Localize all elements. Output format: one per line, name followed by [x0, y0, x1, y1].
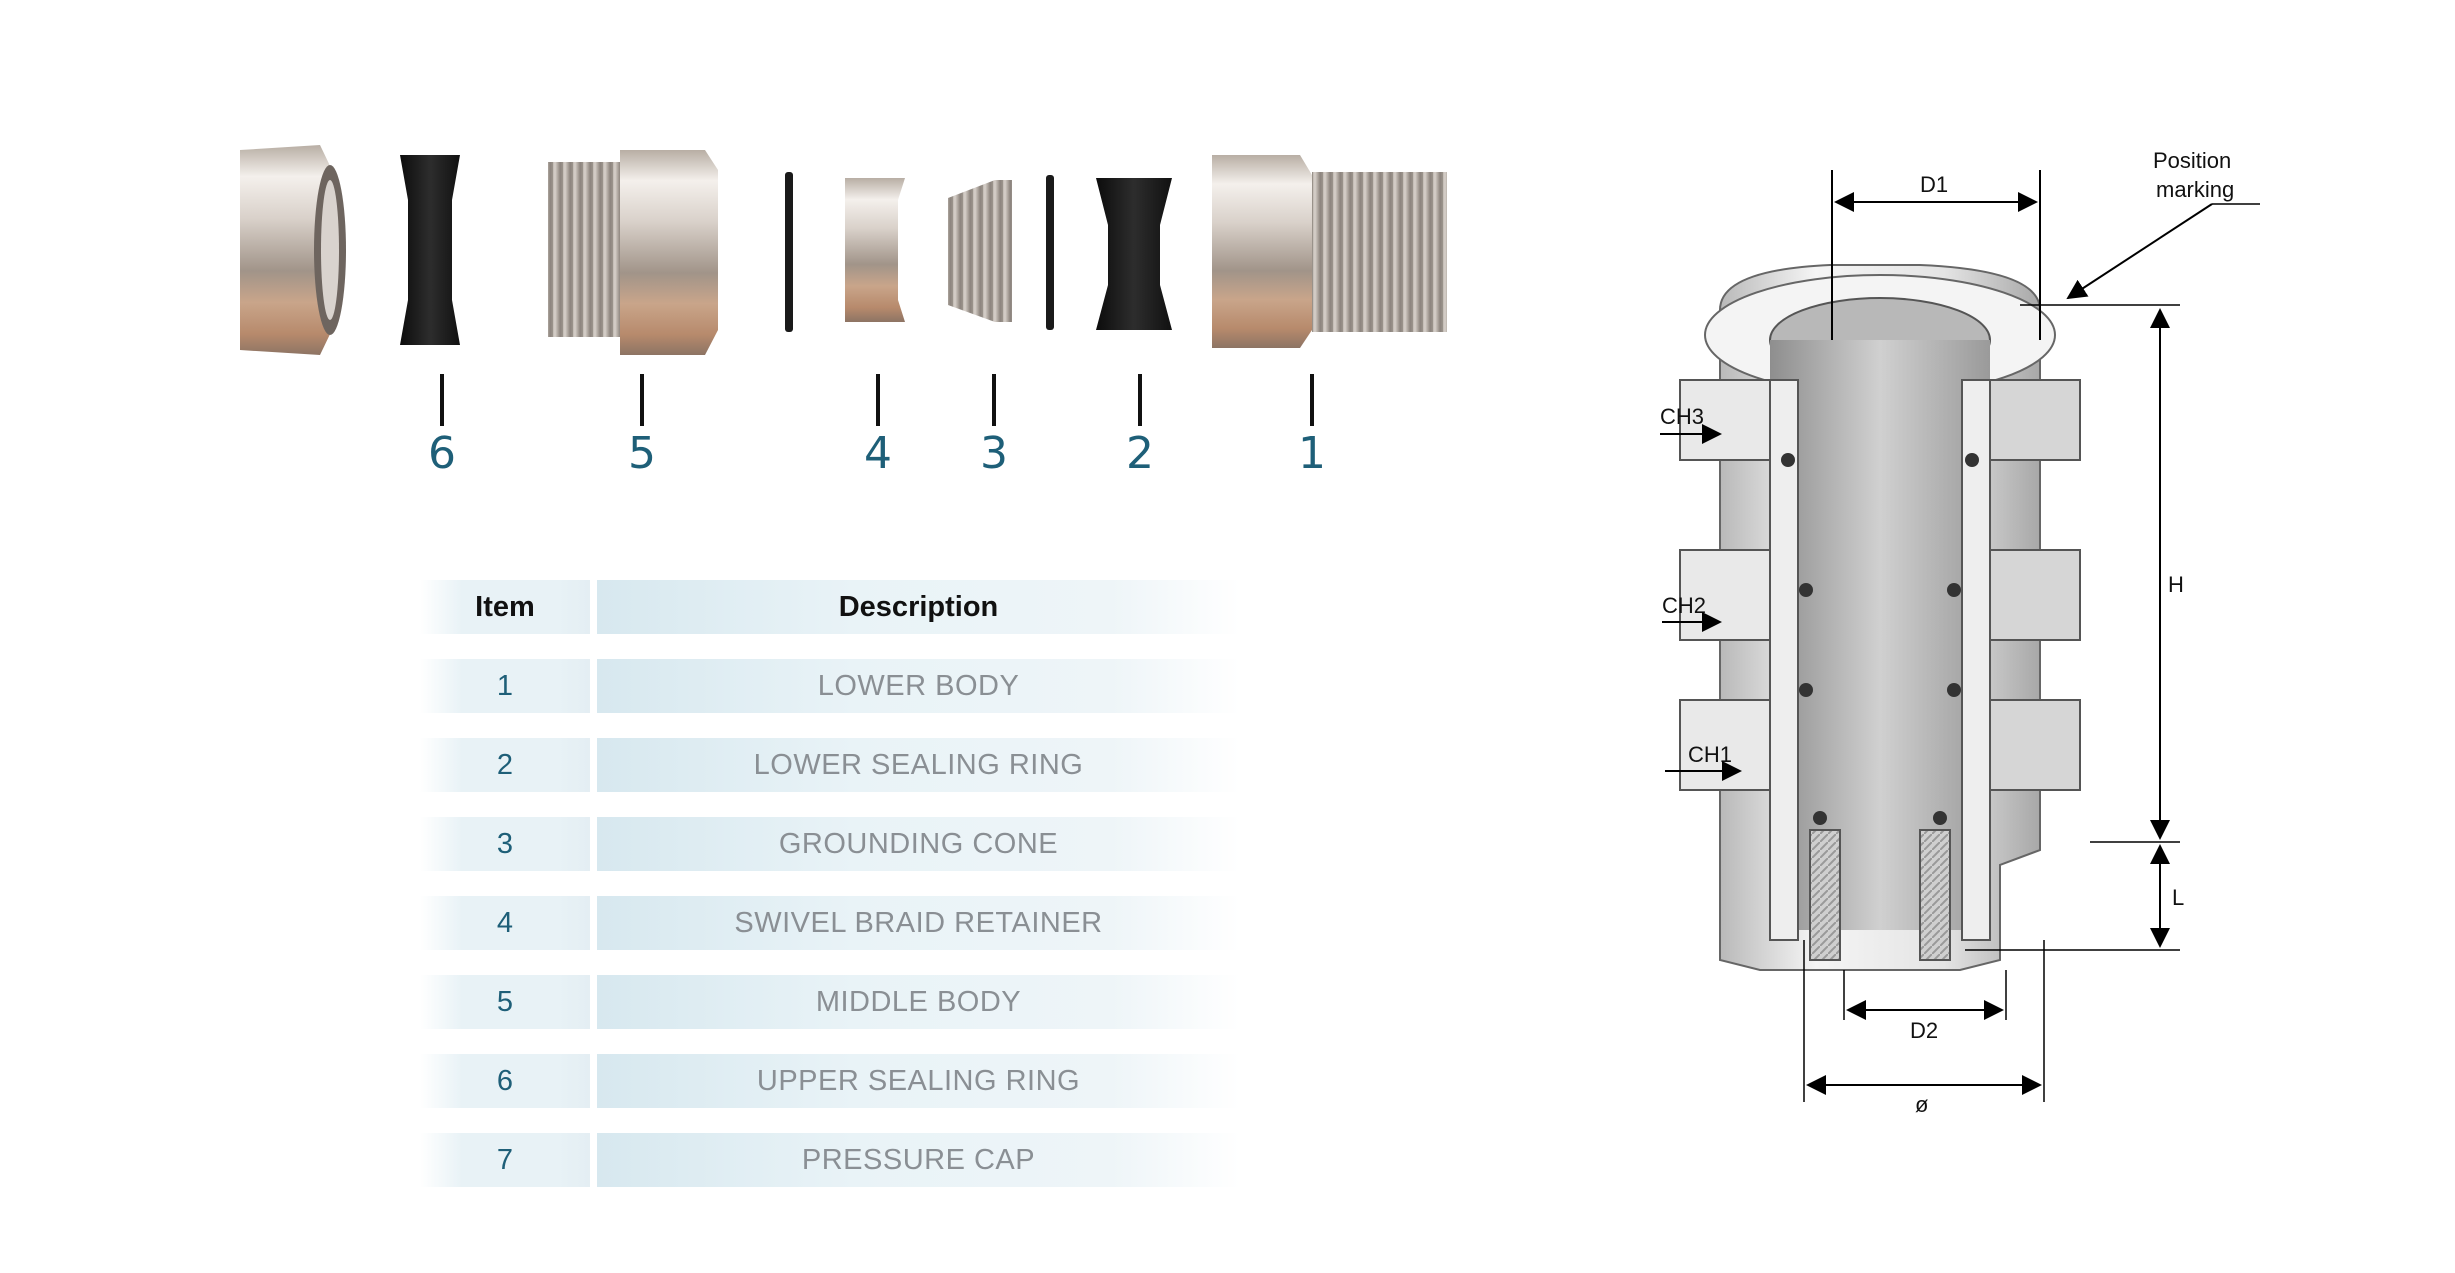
dimension-l: L [1965, 844, 2184, 951]
label-ch1: CH1 [1688, 742, 1732, 767]
table-row: 4 SWIVEL BRAID RETAINER [420, 896, 1240, 950]
part-o-ring-2 [1046, 175, 1054, 330]
gland-body [1679, 264, 2081, 971]
label-tick-3 [992, 374, 996, 426]
label-h: H [2168, 572, 2184, 597]
label-ch2: CH2 [1662, 593, 1706, 618]
part-label-4: 4 [864, 428, 892, 479]
parts-illustration [240, 145, 1447, 355]
label-tick-6 [440, 374, 444, 426]
cell-description: SWIVEL BRAID RETAINER [597, 896, 1240, 950]
cell-description: PRESSURE CAP [597, 1133, 1240, 1187]
callout-position: Position [2153, 148, 2231, 173]
cell-item: 1 [420, 659, 590, 713]
callout-ch2: CH2 [1662, 593, 1722, 632]
callout-position-marking: Position marking [2066, 148, 2260, 300]
part-middle-body [548, 150, 718, 355]
part-lower-sealing-ring [1096, 178, 1172, 330]
gland-cross-section: D1 Position marking H L [1660, 148, 2260, 1117]
cell-description: MIDDLE BODY [597, 975, 1240, 1029]
part-swivel-braid-retainer [845, 178, 905, 322]
cell-item: 2 [420, 738, 590, 792]
label-diameter: ø [1915, 1092, 1928, 1117]
part-label-2: 2 [1126, 428, 1154, 479]
label-d2: D2 [1910, 1018, 1938, 1043]
table-header-row: Item Description [420, 580, 1240, 634]
label-tick-1 [1310, 374, 1314, 426]
label-tick-5 [640, 374, 644, 426]
dimension-d1: D1 [1831, 170, 2041, 340]
cell-description: LOWER SEALING RING [597, 738, 1240, 792]
label-tick-2 [1138, 374, 1142, 426]
label-l: L [2172, 885, 2184, 910]
table-row: 2 LOWER SEALING RING [420, 738, 1240, 792]
table-row: 6 UPPER SEALING RING [420, 1054, 1240, 1108]
part-label-6: 6 [428, 428, 456, 479]
label-d1: D1 [1920, 172, 1948, 197]
part-label-5: 5 [628, 428, 656, 479]
header-description: Description [597, 580, 1240, 634]
part-label-3: 3 [980, 428, 1008, 479]
part-lower-body [1212, 155, 1447, 348]
dimension-h: H [2020, 304, 2184, 843]
callout-marking: marking [2156, 177, 2234, 202]
label-tick-4 [876, 374, 880, 426]
callout-ch3: CH3 [1660, 404, 1722, 444]
parts-table: Item Description 1 LOWER BODY 2 LOWER SE… [420, 580, 1240, 1212]
cross-section-drawing: D1 Position marking H L [1620, 130, 2320, 1150]
cell-item: 6 [420, 1054, 590, 1108]
cell-description: GROUNDING CONE [597, 817, 1240, 871]
exploded-parts-view: 6 5 4 3 2 1 [0, 0, 1500, 500]
cell-item: 4 [420, 896, 590, 950]
part-upper-sealing-ring [400, 155, 460, 345]
callout-ch1: CH1 [1665, 742, 1742, 781]
table-row: 3 GROUNDING CONE [420, 817, 1240, 871]
cell-description: UPPER SEALING RING [597, 1054, 1240, 1108]
table-row: 7 PRESSURE CAP [420, 1133, 1240, 1187]
cell-item: 5 [420, 975, 590, 1029]
cell-item: 3 [420, 817, 590, 871]
dimension-diameter: ø [1803, 940, 2045, 1117]
part-grounding-cone [948, 180, 1012, 322]
part-o-ring [785, 172, 793, 332]
table-row: 5 MIDDLE BODY [420, 975, 1240, 1029]
table-row: 1 LOWER BODY [420, 659, 1240, 713]
cell-item: 7 [420, 1133, 590, 1187]
dimension-d2: D2 [1843, 970, 2007, 1043]
part-label-1: 1 [1298, 428, 1326, 479]
part-pressure-cap [240, 145, 346, 355]
label-ch3: CH3 [1660, 404, 1704, 429]
header-item: Item [420, 580, 590, 634]
cell-description: LOWER BODY [597, 659, 1240, 713]
